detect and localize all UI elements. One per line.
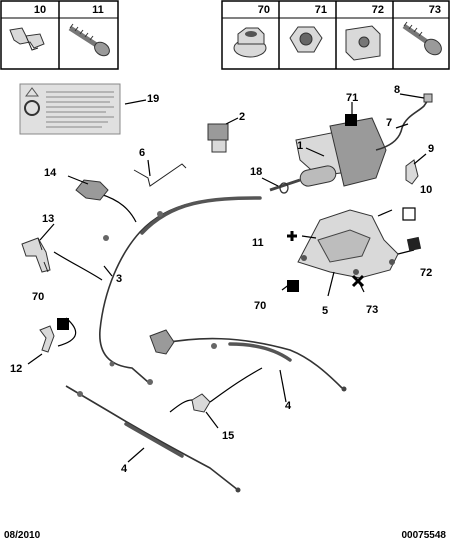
callout-18: 18 — [250, 166, 262, 178]
footer-reference: 00075548 — [402, 530, 447, 541]
footer-date: 08/2010 — [4, 530, 41, 541]
front-cable-part — [99, 196, 262, 385]
callout-72: 72 — [420, 267, 432, 279]
callout-4-upper: 4 — [285, 400, 292, 412]
rear-cable-upper-part — [149, 329, 347, 392]
clip-part — [21, 237, 51, 273]
callout-1: 1 — [297, 140, 303, 152]
callout-12: 12 — [10, 363, 22, 375]
callout-70-right: 70 — [254, 300, 266, 312]
rear-cable-lower-part — [65, 385, 241, 493]
header-ref-73: 73 — [429, 4, 441, 16]
black-square-marker — [287, 280, 299, 292]
cross-marker — [287, 231, 297, 241]
callout-11: 11 — [252, 237, 264, 249]
header-ref-10: 10 — [34, 4, 46, 16]
callout-3: 3 — [116, 273, 122, 285]
hex-nut-icon — [289, 26, 323, 53]
header-ref-72: 72 — [372, 4, 384, 16]
callout-2: 2 — [239, 111, 245, 123]
callout-7: 7 — [386, 117, 392, 129]
warning-label-part — [19, 83, 121, 135]
header-right-box: 70 71 72 73 — [221, 0, 450, 70]
grey-square-marker — [406, 236, 422, 252]
callout-9: 9 — [428, 143, 434, 155]
callout-8: 8 — [394, 84, 400, 96]
callout-10: 10 — [420, 184, 432, 196]
black-square-marker — [57, 318, 69, 330]
rod-part — [133, 163, 187, 187]
harness-part — [375, 99, 429, 151]
cross-marker — [351, 274, 365, 288]
white-square-marker — [402, 207, 416, 221]
callout-19: 19 — [147, 93, 159, 105]
screw-icon — [68, 23, 110, 57]
callout-13: 13 — [42, 213, 54, 225]
header-left-box: 10 11 — [0, 0, 119, 70]
flange-nut-icon — [233, 27, 267, 58]
switch-part — [207, 123, 229, 153]
black-square-marker — [345, 114, 357, 126]
callout-4-lower: 4 — [121, 463, 128, 475]
actuator-part — [269, 117, 387, 194]
cable-retainer-part — [191, 393, 211, 413]
cable-clip-icon — [9, 27, 45, 51]
header-ref-71: 71 — [315, 4, 327, 16]
base-plate-part — [297, 209, 399, 279]
cable-clip-part — [39, 325, 55, 353]
callout-5: 5 — [322, 305, 328, 317]
cage-nut-icon — [345, 25, 381, 61]
flange-bolt-icon — [402, 21, 442, 56]
callout-73: 73 — [366, 304, 378, 316]
header-ref-70: 70 — [258, 4, 270, 16]
mounting-bracket-part — [405, 159, 419, 185]
callout-70-left: 70 — [32, 291, 44, 303]
callout-6: 6 — [139, 147, 145, 159]
header-ref-11: 11 — [92, 4, 104, 16]
bracket-part — [75, 179, 109, 201]
callout-15: 15 — [222, 430, 234, 442]
callout-71: 71 — [346, 92, 358, 104]
callout-14: 14 — [44, 167, 57, 179]
